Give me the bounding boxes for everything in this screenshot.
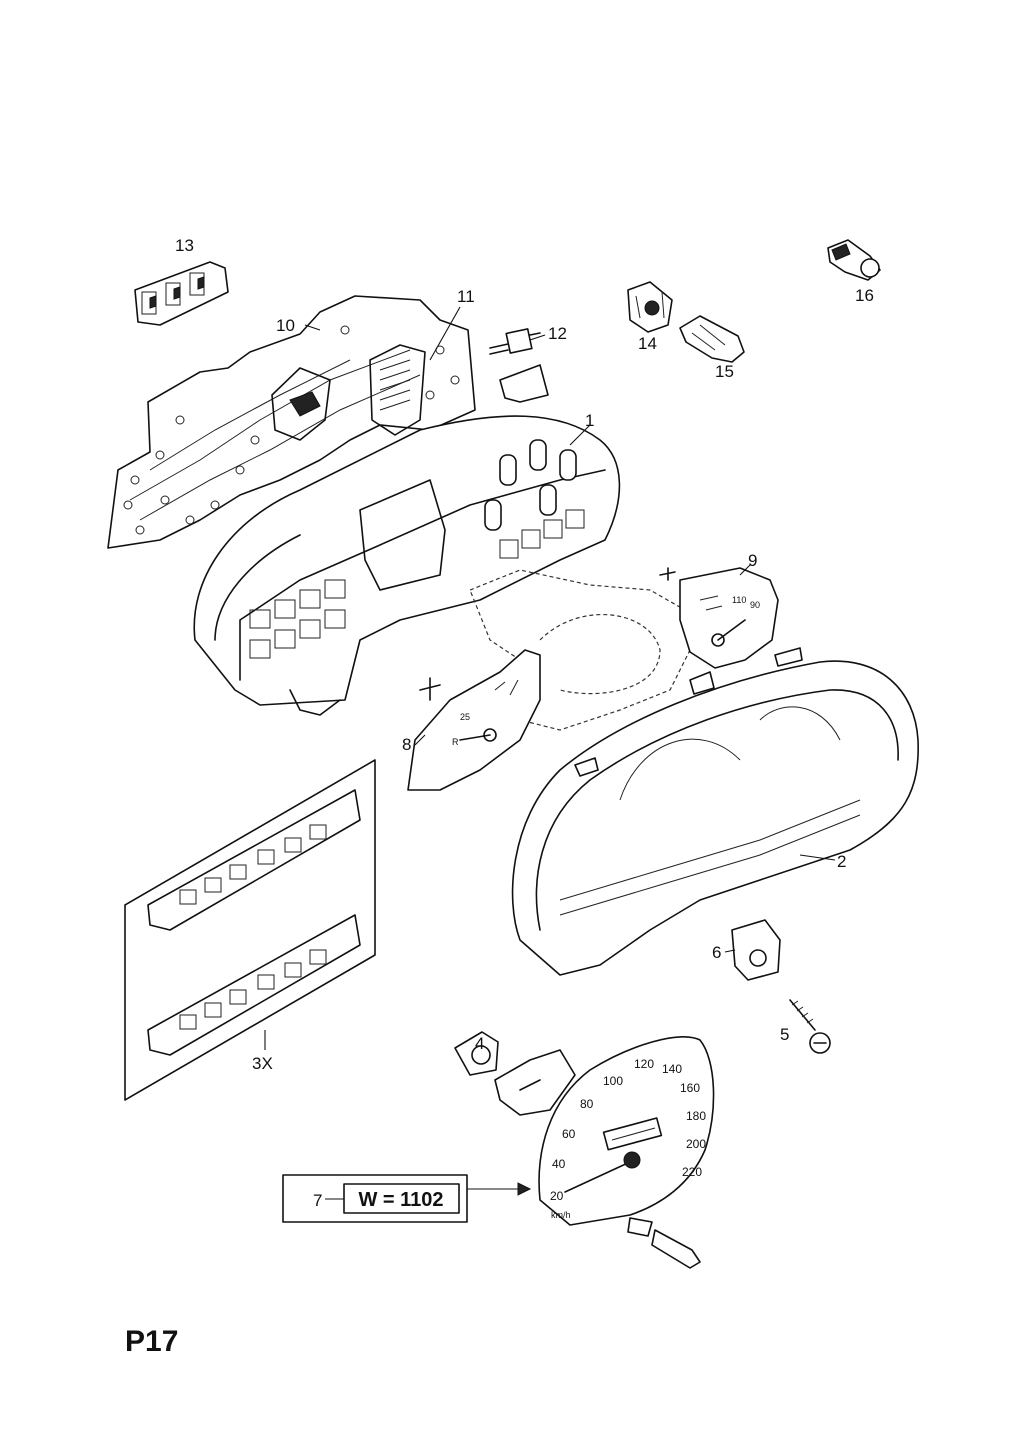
speed-label-160: 160	[680, 1081, 700, 1095]
speed-label-200: 200	[686, 1137, 706, 1151]
callout-7: 7	[313, 1191, 322, 1210]
callout-12: 12	[548, 324, 567, 343]
callout-1: 1	[585, 411, 594, 430]
part-14-bulb-holder	[627, 281, 673, 333]
callout-14: 14	[638, 334, 657, 353]
speed-label-20: 20	[550, 1189, 564, 1203]
callout-8: 8	[402, 735, 411, 754]
callout-4: 4	[475, 1034, 484, 1053]
callout-labels: 1 2 3X 4 5 6 7 8 9 10 11 12 13 14 15 16	[175, 236, 874, 1210]
speed-unit-label: km/h	[551, 1210, 571, 1220]
speed-label-140: 140	[662, 1062, 682, 1076]
callout-11: 11	[457, 287, 475, 306]
part-16-bulb-holder	[827, 239, 881, 281]
part-4-bulb-holder	[454, 1031, 499, 1076]
variant-reference-box: W = 1102	[282, 1174, 532, 1223]
part-1-instrument-housing	[193, 415, 621, 716]
callout-13: 13	[175, 236, 194, 255]
variant-code: W = 1102	[358, 1189, 443, 1211]
fuel-gauge-label-25: 25	[460, 712, 470, 722]
part-8-fuel-gauge: 25 R	[407, 649, 541, 791]
fuel-gauge-label-r: R	[452, 737, 459, 747]
part-9-temperature-gauge: 110 90	[659, 567, 779, 669]
callout-2: 2	[837, 852, 846, 871]
part-5-screw	[789, 999, 831, 1054]
part-6-clip	[731, 919, 781, 981]
page-code: P17	[125, 1325, 178, 1358]
speed-label-100: 100	[603, 1074, 623, 1088]
part-3x-seal-sheet	[124, 759, 376, 1101]
part-7-speedometer: 20 40 60 80 100 120 140 160 180 200 220 …	[494, 1036, 715, 1269]
callout-10: 10	[276, 316, 295, 335]
callout-3x: 3X	[252, 1054, 273, 1073]
speed-label-60: 60	[562, 1127, 576, 1141]
callout-5: 5	[780, 1025, 789, 1044]
temp-gauge-label-110: 110	[732, 595, 746, 605]
callout-leaders	[304, 306, 836, 953]
part-13-connector-block	[134, 261, 229, 326]
speed-label-80: 80	[580, 1097, 594, 1111]
part-2-front-lens	[511, 647, 919, 976]
callout-6: 6	[712, 943, 721, 962]
part-12-plug	[489, 328, 549, 403]
speed-label-220: 220	[682, 1165, 702, 1179]
callout-15: 15	[715, 362, 734, 381]
callout-9: 9	[748, 551, 757, 570]
part-15-bulb	[679, 315, 745, 363]
callout-16: 16	[855, 286, 874, 305]
speed-label-120: 120	[634, 1057, 654, 1071]
speed-label-40: 40	[552, 1157, 566, 1171]
speed-label-180: 180	[686, 1109, 706, 1123]
part-10-printed-circuit	[107, 295, 476, 549]
temp-gauge-label-90: 90	[750, 600, 760, 610]
